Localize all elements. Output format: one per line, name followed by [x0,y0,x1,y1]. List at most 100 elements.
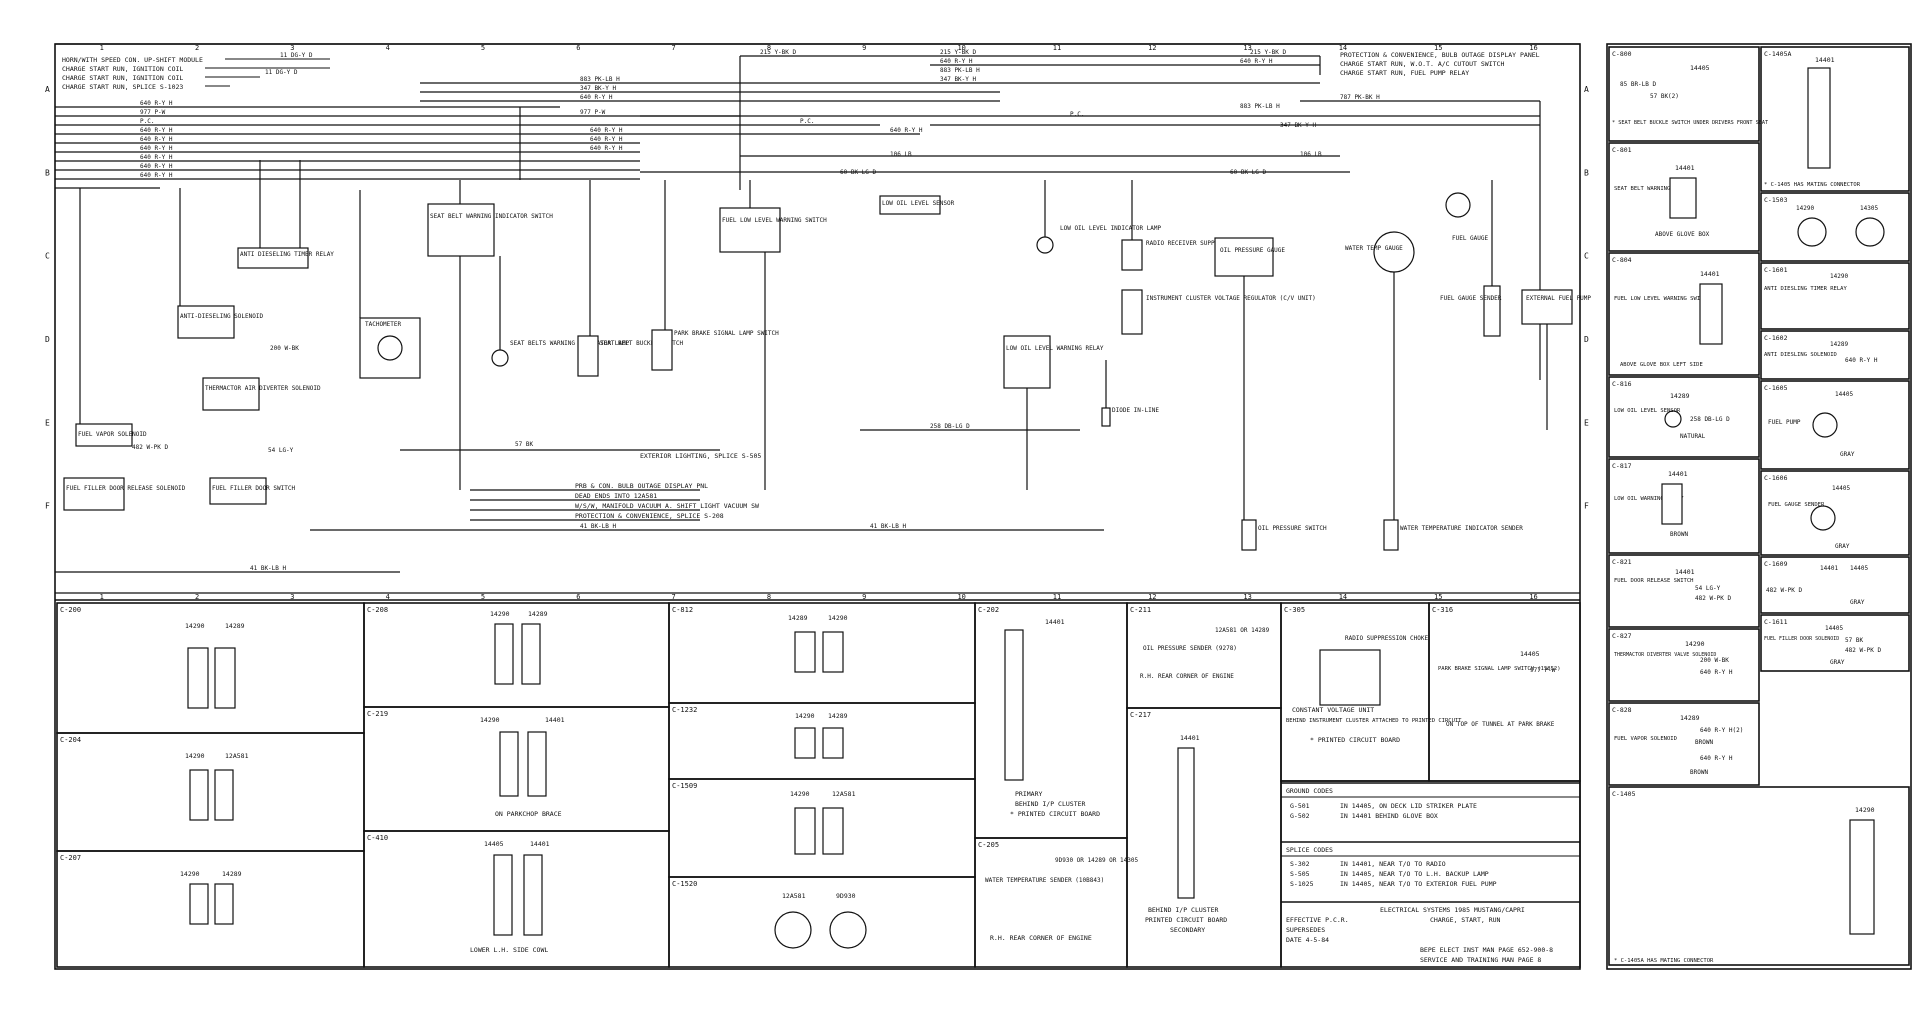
low-oil-relay-box [1003,335,1051,389]
c1611-label: C-1611 [1764,618,1788,626]
c1606-label: C-1606 [1764,474,1788,482]
c1405a-note: * C-1405 HAS MATING CONNECTOR [1764,182,1861,188]
c1601-label: C-1601 [1764,266,1788,274]
low-oil-relay-label: LOW OIL LEVEL WARNING RELAY [1006,345,1104,352]
bottom-note-1: PRB & CON. BULB OUTAGE DISPLAY PNL [575,482,708,490]
title-line-1: ELECTRICAL SYSTEMS 1985 MUSTANG/CAPRI [1380,906,1525,914]
cvr-box [1121,289,1143,335]
label-640-n: 640 R-Y H [890,127,923,134]
c828-label: C-828 [1612,706,1632,714]
label-347-b: 347 BK-Y H [940,76,977,83]
grid-number: 6 [576,44,580,52]
c207-connector-right [214,883,234,925]
wire-label-11b: 11 DG-Y D [265,69,298,76]
grid-letter: C [45,252,50,261]
c202-h1: 14401 [1045,618,1065,626]
bottom-note-5: EXTERIOR LIGHTING, SPLICE S-505 [640,452,761,460]
right-note-1: PROTECTION & CONVENIENCE, BULB OUTAGE DI… [1340,51,1540,59]
low-oil-lamp-label: LOW OIL LEVEL INDICATOR LAMP [1060,225,1162,232]
grid-number: 2 [195,593,199,601]
label-640-b: 640 R-Y H [140,127,173,134]
label-106-b: 106 LB [1300,151,1322,158]
grid-letter: A [1584,85,1589,94]
c1509-connector-left [794,807,816,855]
grid-number: 16 [1529,593,1537,601]
c828-h1: 14289 [1680,714,1700,722]
c1611-w2: 482 W-PK D [1845,647,1882,654]
fuel-filler-switch-label: FUEL FILLER DOOR SWITCH [212,485,295,492]
fuel-filler-switch-box [209,477,267,505]
label-pc-b: P.C. [800,118,814,125]
c804-note2: ABOVE GLOVE BOX LEFT SIDE [1620,362,1703,368]
label-787: 787 PK-BK H [1340,94,1380,101]
fuel-filler-release-label: FUEL FILLER DOOR RELEASE SOLENOID [66,485,186,492]
grid-letter: A [45,85,50,94]
external-pump-box [1521,289,1573,325]
seat-belts-lamp-label: SEAT BELTS WARNING INDICATOR LAMP [510,340,630,347]
grid-number: 9 [862,593,866,601]
radio-choke-box [1121,239,1143,271]
low-oil-sensor-label: LOW OIL LEVEL SENSOR [882,200,955,207]
c1611-note2: GRAY [1830,659,1845,666]
grid-letter: D [1584,335,1589,344]
splice-code-2: S-505 [1290,870,1310,878]
water-gauge-label: WATER TEMP GAUGE [1345,245,1403,252]
fuel-vapor-solenoid-box [75,423,133,447]
c316-note1: PARK BRAKE SIGNAL LAMP SWITCH (15852) [1438,666,1561,672]
label-60-b: 60 BK-LG D [1230,169,1267,176]
seat-belt-lamp-icon [491,349,509,367]
c816-note1: LOW OIL LEVEL SENSOR [1614,408,1681,414]
c1611-w1: 57 BK [1845,637,1863,644]
seat-belt-buckle-box [577,335,599,377]
c801-note2: ABOVE GLOVE BOX [1655,231,1710,238]
c217-h1: 14401 [1180,734,1200,742]
fuel-low-switch-label: FUEL LOW LEVEL WARNING SWITCH [722,217,827,224]
c1232-label: C-1232 [672,706,697,714]
c208-connector-right [521,623,541,685]
diode-label: DIODE IN-LINE [1112,407,1159,414]
c801-label: C-801 [1612,146,1632,154]
c1232-connector-left [794,727,816,759]
label-pc-c: P.C. [1070,111,1084,118]
c821-w2: 482 W-PK D [1695,595,1732,602]
c200-connector-right [214,647,236,709]
c816-wire: 258 DB-LG D [1690,416,1730,423]
c827-note1: THERMACTOR DIVERTER VALVE SOLENOID [1614,652,1716,658]
grid-number: 2 [195,44,199,52]
c1602-label: C-1602 [1764,334,1788,342]
label-215-b: 215 Y-BK D [940,49,977,56]
c202-label: C-202 [978,606,999,614]
c208-label: C-208 [367,606,388,614]
fuel-filler-release-box [63,477,125,511]
grid-number: 10 [957,593,965,601]
seat-belt-buckle-label: SEAT BELT BUCKLE SWITCH [600,340,683,347]
title-line-2: EFFECTIVE P.C.R. [1286,916,1349,924]
c821-h1: 14401 [1675,568,1695,576]
c217-label: C-217 [1130,711,1151,719]
grid-number: 15 [1434,44,1442,52]
c1611-note1: FUEL FILLER DOOR SOLENOID [1764,636,1839,642]
oil-gauge-label: OIL PRESSURE GAUGE [1220,247,1285,254]
label-640-e: 640 R-Y H [140,154,173,161]
c204-connector-left [189,769,209,821]
c208-connector-left [494,623,514,685]
left-note-1: HORN/WITH SPEED CON. UP-SHIFT MODULE [62,56,203,64]
c200-h2: 14289 [225,622,245,630]
c1609-h2: 14405 [1850,565,1868,572]
label-640-h: 640 R-Y H [580,94,613,101]
c217-note2: PRINTED CIRCUIT BOARD [1145,916,1227,924]
c800-w1: 85 BR-LB D [1620,81,1657,88]
grid-number: 12 [1148,593,1156,601]
c816-note2: NATURAL [1680,433,1706,440]
grid-letter: B [45,168,50,177]
title-line-4: DATE 4-5-84 [1286,936,1329,944]
grid-letter: E [1584,418,1589,427]
ground-text-2: IN 14401 BEHIND GLOVE BOX [1340,812,1438,820]
c217-note1: BEHIND I/P CLUSTER [1148,906,1219,914]
anti-dieseling-relay-box [237,247,309,269]
c205-label: C-205 [978,841,999,849]
c828-w2: 640 R-Y H [1700,755,1733,762]
c211-label: C-211 [1130,606,1151,614]
c202-note1: PRIMARY [1015,790,1042,798]
c1509-connector-right [822,807,844,855]
